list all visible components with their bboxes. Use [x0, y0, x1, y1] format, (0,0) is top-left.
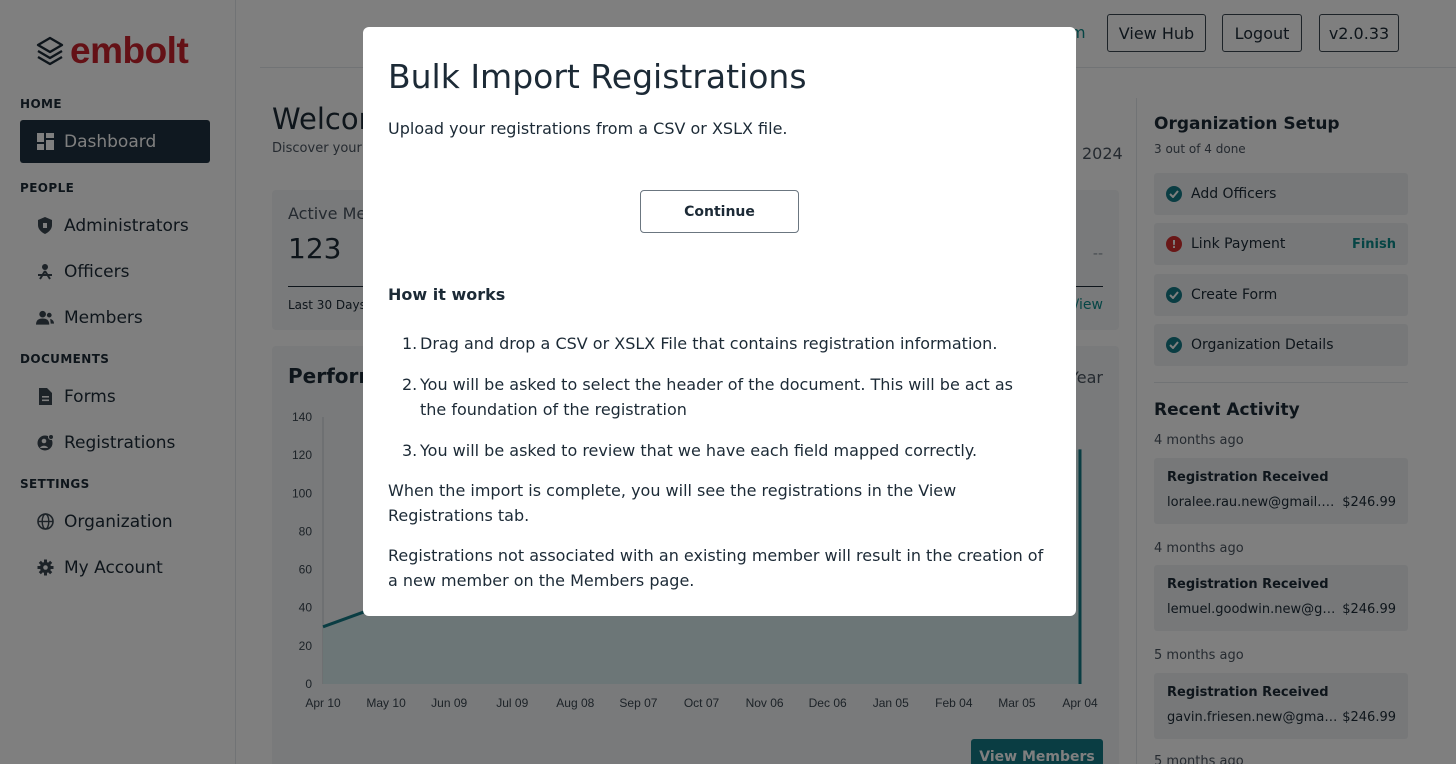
step-number: 2. — [402, 375, 418, 394]
step-text: Drag and drop a CSV or XSLX File that co… — [420, 334, 998, 353]
bulk-import-modal: Bulk Import Registrations Upload your re… — [363, 27, 1076, 616]
import-complete-note: When the import is complete, you will se… — [388, 481, 957, 525]
modal-subtitle: Upload your registrations from a CSV or … — [388, 119, 788, 138]
how-it-works-title: How it works — [388, 285, 506, 304]
list-item: 1. Drag and drop a CSV or XSLX File that… — [388, 331, 1038, 356]
step-number: 1. — [402, 334, 418, 353]
step-text: You will be asked to select the header o… — [420, 375, 1013, 419]
new-member-note: Registrations not associated with an exi… — [388, 546, 1044, 590]
step-number: 3. — [402, 441, 418, 460]
list-item: 2. You will be asked to select the heade… — [388, 372, 1038, 422]
steps-list: 1. Drag and drop a CSV or XSLX File that… — [388, 331, 1038, 479]
list-item: 3. You will be asked to review that we h… — [388, 438, 1038, 463]
step-text: You will be asked to review that we have… — [420, 441, 978, 460]
modal-title: Bulk Import Registrations — [388, 57, 807, 96]
continue-button[interactable]: Continue — [640, 190, 799, 233]
